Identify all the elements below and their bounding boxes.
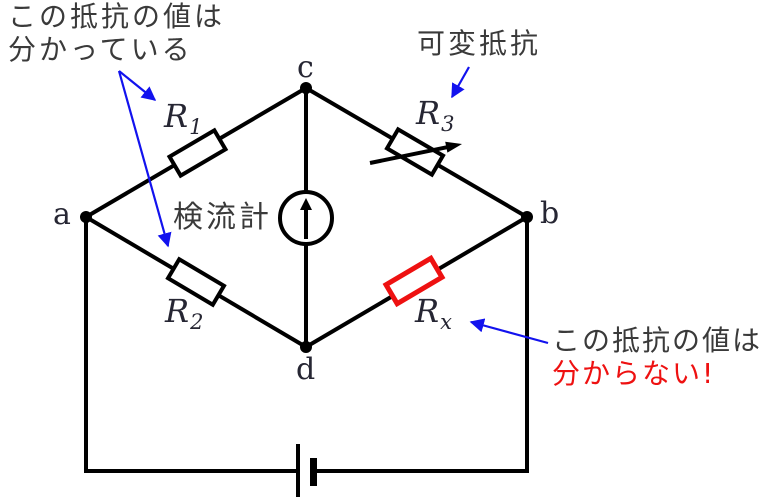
annotation-unknown: この抵抗の値は 分からない! xyxy=(552,324,762,390)
arrow-variable-to-r3 xyxy=(451,66,470,99)
annotation-variable: 可変抵抗 xyxy=(417,27,542,60)
annotation-known-line1: この抵抗の値は xyxy=(8,0,226,33)
galvanometer-needle-arrowhead xyxy=(300,198,312,210)
galvanometer-symbol xyxy=(278,190,334,246)
node-b-label: b xyxy=(540,196,560,231)
r2-base: R xyxy=(165,292,190,330)
annotation-known: この抵抗の値は 分かっている xyxy=(8,0,225,66)
rx-sub: x xyxy=(440,310,452,334)
resistor-r2-body xyxy=(165,256,227,308)
r2-sub: 2 xyxy=(190,310,204,334)
r1-base: R xyxy=(164,97,189,135)
r3-sub: 3 xyxy=(441,112,455,136)
wire-a-battery xyxy=(84,217,298,473)
resistor-rx-body xyxy=(382,254,446,308)
r1-sub: 1 xyxy=(189,115,203,139)
annotation-unknown-line2: 分からない! xyxy=(552,357,716,390)
resistor-r2-rect xyxy=(165,256,227,308)
resistor-r2-label: R2 xyxy=(165,295,203,333)
resistor-rx-label: Rx xyxy=(415,295,452,333)
resistor-r1-rect xyxy=(166,127,229,179)
r3-arrow-shaft xyxy=(369,144,450,165)
galvanometer-label: 検流計 xyxy=(173,200,272,235)
node-b-dot xyxy=(521,211,533,223)
r3-base: R xyxy=(416,94,441,132)
bridge-wires xyxy=(84,86,529,473)
node-c-dot xyxy=(300,82,312,94)
node-a-dot xyxy=(80,211,92,223)
node-dots xyxy=(80,82,533,353)
arrow-known-to-r2 xyxy=(117,70,172,248)
resistor-r1-body xyxy=(166,127,229,179)
node-d-label: d xyxy=(296,352,316,387)
wire-b-battery xyxy=(313,217,529,473)
r3-arrowhead xyxy=(445,141,462,153)
resistor-r3-label: R3 xyxy=(416,97,454,135)
rx-base: R xyxy=(415,292,440,330)
battery-symbol xyxy=(296,444,317,497)
node-c-label: c xyxy=(297,50,314,85)
annotation-arrows xyxy=(117,66,549,345)
resistor-r3-variable-arrow xyxy=(369,141,462,165)
annotation-unknown-line1: この抵抗の値は xyxy=(552,324,763,357)
arrow-unknown-to-rx xyxy=(469,318,549,345)
annotation-known-line2: 分かっている xyxy=(8,33,193,66)
resistor-r1-label: R1 xyxy=(164,100,202,138)
resistor-rx-rect xyxy=(382,254,446,308)
node-d-dot xyxy=(300,341,312,353)
arrow-known-to-r1 xyxy=(118,70,157,101)
node-a-label: a xyxy=(53,197,71,232)
